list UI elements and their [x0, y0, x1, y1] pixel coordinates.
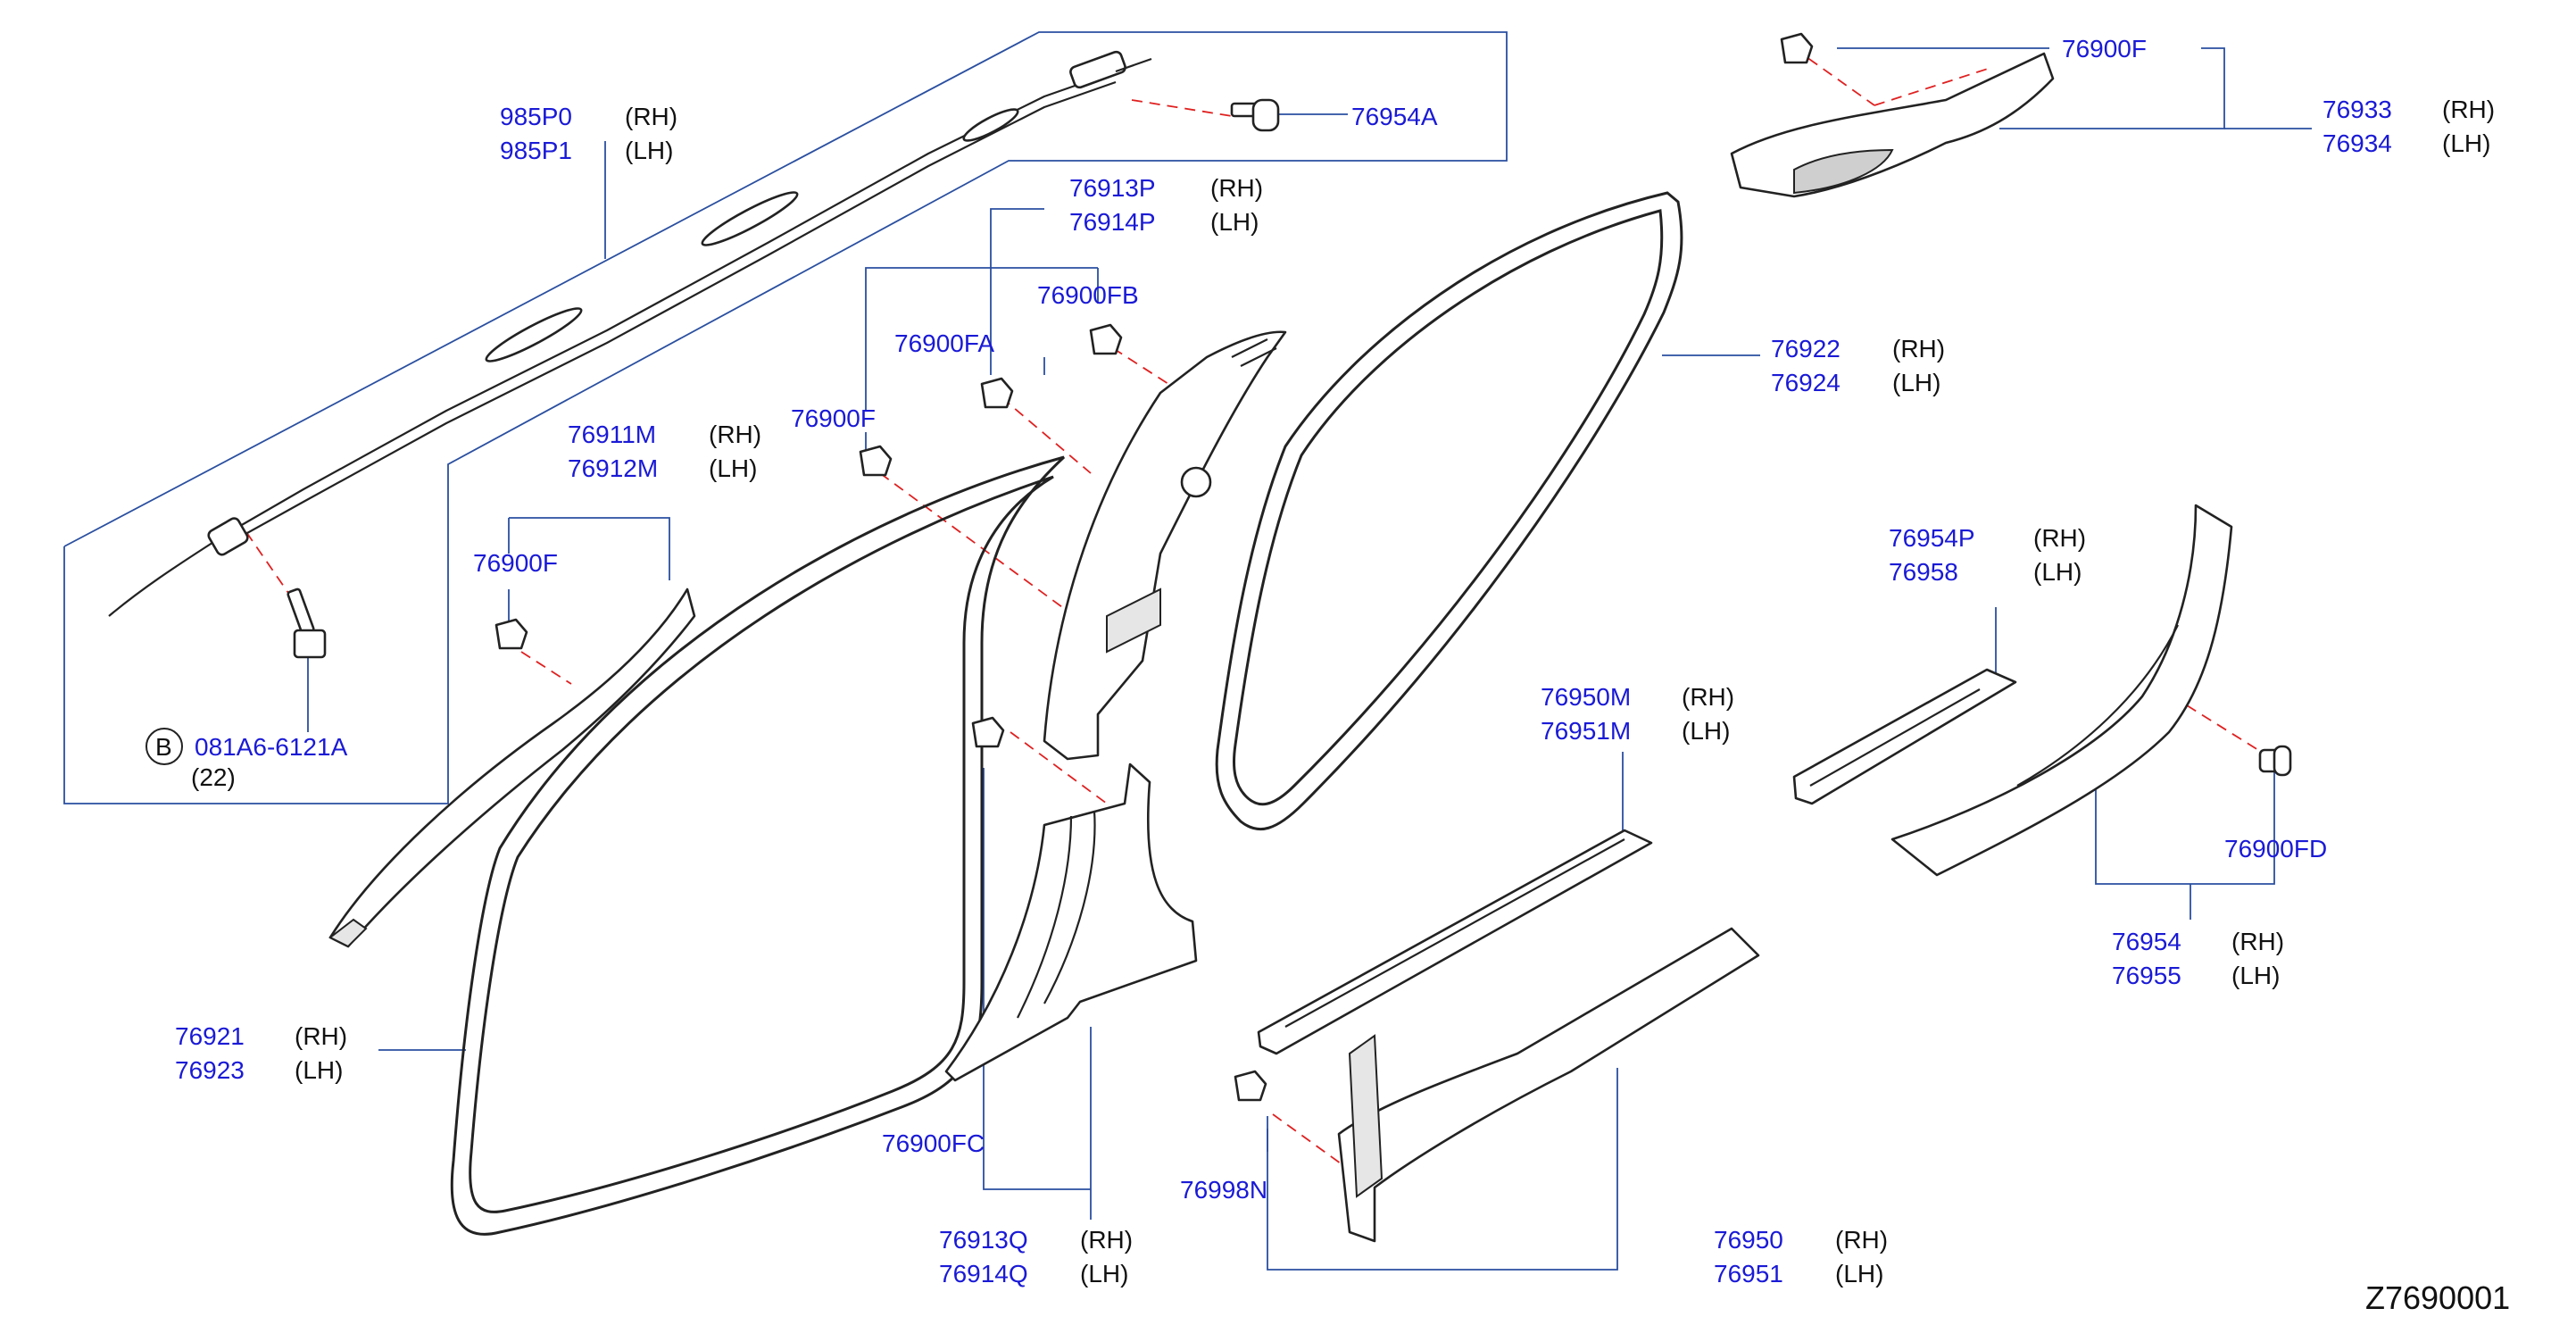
label-76913p[interactable]: 76913P [1069, 174, 1156, 202]
clip-76900f-mid[interactable] [859, 445, 893, 477]
label-76900fc[interactable]: 76900FC [882, 1129, 985, 1157]
label-76913q[interactable]: 76913Q [939, 1226, 1028, 1254]
label-76923[interactable]: 76923 [175, 1056, 245, 1084]
label-76913q-side: (RH) [1080, 1226, 1133, 1254]
label-76950-side: (RH) [1835, 1226, 1888, 1254]
rear-pillar-garnish-76933[interactable] [1730, 52, 2055, 198]
leader-lines [63, 31, 2312, 1271]
label-76912m[interactable]: 76912M [568, 454, 658, 482]
label-76900fb[interactable]: 76900FB [1037, 281, 1139, 309]
label-76912m-side: (LH) [709, 454, 757, 482]
label-76900f-top[interactable]: 76900F [2062, 35, 2147, 62]
label-76914q-side: (LH) [1080, 1260, 1128, 1288]
rear-sill-trim-76954[interactable] [1890, 504, 2233, 877]
label-76954p-side: (RH) [2033, 524, 2086, 552]
clip-76900f-left[interactable] [494, 618, 528, 650]
clip-76900fd[interactable] [2258, 745, 2292, 777]
bolt-b-circle [145, 728, 183, 765]
label-76950m[interactable]: 76950M [1541, 683, 1631, 711]
label-081a6-qty: (22) [191, 763, 236, 791]
label-76998n[interactable]: 76998N [1180, 1176, 1267, 1204]
label-985p0-side: (RH) [625, 103, 677, 130]
clip-76900fc[interactable] [971, 716, 1005, 748]
label-76951m[interactable]: 76951M [1541, 717, 1631, 745]
clip-76954a[interactable] [1230, 98, 1280, 132]
label-76922-side: (RH) [1892, 335, 1945, 362]
label-76933-side: (RH) [2442, 96, 2495, 123]
center-pillar-lower-76913q[interactable] [944, 762, 1198, 1082]
label-76954a[interactable]: 76954A [1351, 103, 1438, 130]
label-76951m-side: (LH) [1682, 717, 1730, 745]
label-76911m-side: (RH) [709, 421, 761, 448]
label-76911m[interactable]: 76911M [568, 421, 656, 448]
clip-76900fb[interactable] [1089, 323, 1123, 355]
label-76924-side: (LH) [1892, 369, 1940, 396]
kicking-plate-76954p[interactable] [1792, 668, 2017, 805]
label-76900fd[interactable]: 76900FD [2224, 835, 2327, 862]
label-76922[interactable]: 76922 [1771, 335, 1841, 362]
label-76900f-mid[interactable]: 76900F [791, 404, 876, 432]
part-labels: 985P0 (RH) 985P1 (LH) 76954A 76913P (RH)… [145, 35, 2510, 1316]
rear-door-seal-76922[interactable] [1215, 191, 1683, 831]
label-76955[interactable]: 76955 [2112, 962, 2181, 989]
label-76900fa[interactable]: 76900FA [894, 329, 994, 357]
label-76924[interactable]: 76924 [1771, 369, 1841, 396]
label-76900f-left[interactable]: 76900F [473, 549, 558, 577]
label-76950[interactable]: 76950 [1714, 1226, 1783, 1254]
bolt-081a6[interactable] [287, 588, 327, 659]
label-985p0[interactable]: 985P0 [500, 103, 572, 130]
clip-76900fa[interactable] [980, 377, 1014, 409]
label-76954[interactable]: 76954 [2112, 928, 2181, 955]
diagram-id: Z7690001 [2365, 1279, 2510, 1316]
label-76914p-side: (LH) [1210, 208, 1259, 236]
label-76955-side: (LH) [2231, 962, 2280, 989]
clip-76900f-top[interactable] [1780, 32, 1814, 64]
label-76914q[interactable]: 76914Q [939, 1260, 1028, 1288]
label-76923-side: (LH) [295, 1056, 343, 1084]
label-76934[interactable]: 76934 [2323, 129, 2392, 157]
label-76950m-side: (RH) [1682, 683, 1734, 711]
label-76921-side: (RH) [295, 1022, 347, 1050]
front-door-seal-76921[interactable] [450, 455, 1066, 1236]
label-76934-side: (LH) [2442, 129, 2490, 157]
label-76951[interactable]: 76951 [1714, 1260, 1783, 1288]
label-985p1[interactable]: 985P1 [500, 137, 572, 164]
label-76954-side: (RH) [2231, 928, 2284, 955]
front-pillar-garnish-76911m[interactable] [328, 588, 696, 948]
clip-76998n[interactable] [1234, 1070, 1267, 1102]
kicking-plate-76950m[interactable] [1257, 829, 1653, 1055]
label-76958-side: (LH) [2033, 558, 2082, 586]
label-76958[interactable]: 76958 [1889, 558, 1958, 586]
label-76933[interactable]: 76933 [2323, 96, 2392, 123]
bolt-b-letter: B [155, 733, 172, 761]
front-sill-trim-76950[interactable] [1337, 927, 1760, 1243]
label-76914p[interactable]: 76914P [1069, 208, 1156, 236]
label-76951-side: (LH) [1835, 1260, 1883, 1288]
label-76921[interactable]: 76921 [175, 1022, 245, 1050]
label-76954p[interactable]: 76954P [1889, 524, 1975, 552]
center-pillar-upper-76913p[interactable] [1043, 330, 1287, 761]
label-081a6-6121a[interactable]: 081A6-6121A [195, 733, 348, 761]
curtain-airbag-985p0[interactable] [108, 50, 1152, 617]
label-76913p-side: (RH) [1210, 174, 1263, 202]
label-985p1-side: (LH) [625, 137, 673, 164]
